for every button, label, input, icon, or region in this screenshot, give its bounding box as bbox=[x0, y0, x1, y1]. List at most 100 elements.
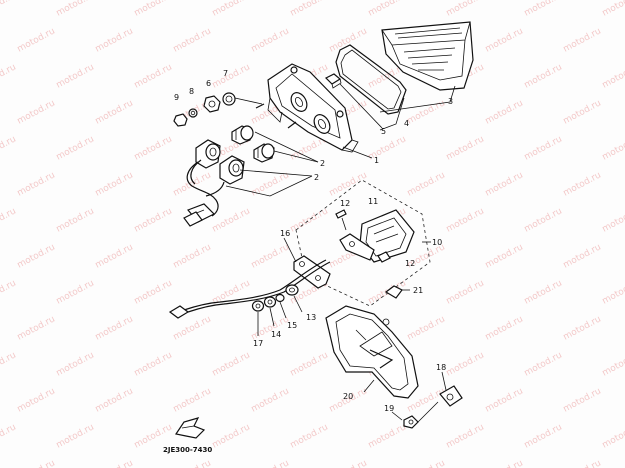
part-label-8: 8 bbox=[189, 87, 194, 96]
watermark-text: motod.ru bbox=[55, 134, 96, 162]
watermark-text: motod.ru bbox=[16, 170, 57, 198]
watermark-text: motod.ru bbox=[0, 62, 18, 90]
part-label-14: 14 bbox=[271, 330, 281, 339]
watermark-text: motod.ru bbox=[562, 26, 603, 54]
watermark-text: motod.ru bbox=[484, 26, 525, 54]
part-label-2b: 2 bbox=[314, 173, 319, 182]
front-arrow-icon bbox=[175, 417, 206, 439]
watermark-text: motod.ru bbox=[211, 62, 252, 90]
part-label-21: 21 bbox=[413, 286, 423, 295]
part-label-9: 9 bbox=[174, 93, 179, 102]
watermark-text: motod.ru bbox=[523, 134, 564, 162]
bulb-lower-drawing bbox=[253, 143, 275, 163]
washer-set-drawing bbox=[251, 284, 303, 336]
watermark-text: motod.ru bbox=[445, 350, 486, 378]
part-label-5: 5 bbox=[381, 127, 386, 136]
watermark-text: motod.ru bbox=[211, 422, 252, 450]
bulb-upper-drawing bbox=[231, 125, 254, 145]
watermark-text: motod.ru bbox=[55, 350, 96, 378]
watermark-text: motod.ru bbox=[562, 170, 603, 198]
grommet-drawing bbox=[324, 73, 342, 89]
watermark-text: motod.ru bbox=[601, 206, 625, 234]
part-label-4: 4 bbox=[404, 119, 409, 128]
watermark-text: motod.ru bbox=[94, 98, 135, 126]
watermark-text: motod.ru bbox=[367, 134, 408, 162]
socket-harness-drawing bbox=[183, 139, 245, 227]
part-label-15: 15 bbox=[287, 321, 297, 330]
watermark-text: motod.ru bbox=[55, 278, 96, 306]
gasket-drawing bbox=[335, 44, 407, 115]
watermark-text: motod.ru bbox=[250, 386, 291, 414]
watermark-text: motod.ru bbox=[562, 458, 603, 468]
watermark-text: motod.ru bbox=[562, 386, 603, 414]
watermark-text: motod.ru bbox=[484, 314, 525, 342]
watermark-text: motod.ru bbox=[55, 62, 96, 90]
watermark-text: motod.ru bbox=[484, 458, 525, 468]
part-label-20: 20 bbox=[343, 392, 353, 401]
watermark-text: motod.ru bbox=[445, 278, 486, 306]
license-lamp-box bbox=[295, 179, 431, 307]
part-label-3: 3 bbox=[448, 97, 453, 106]
watermark-text: motod.ru bbox=[406, 98, 447, 126]
part-label-11: 11 bbox=[368, 197, 378, 206]
part-label-7: 7 bbox=[223, 69, 228, 78]
watermark-text: motod.ru bbox=[601, 350, 625, 378]
watermark-text: motod.ru bbox=[0, 206, 18, 234]
watermark-text: motod.ru bbox=[445, 206, 486, 234]
watermark-text: motod.ru bbox=[133, 206, 174, 234]
watermark-text: motod.ru bbox=[16, 386, 57, 414]
watermark-text: motod.ru bbox=[16, 26, 57, 54]
watermark-text: motod.ru bbox=[562, 98, 603, 126]
part-label-2a: 2 bbox=[320, 159, 325, 168]
watermark-text: motod.ru bbox=[601, 134, 625, 162]
watermark-text: motod.ru bbox=[0, 134, 18, 162]
watermark-text: motod.ru bbox=[172, 386, 213, 414]
watermark-text: motod.ru bbox=[289, 350, 330, 378]
part-label-13: 13 bbox=[306, 313, 316, 322]
watermark-text: motod.ru bbox=[328, 170, 369, 198]
part-label-6: 6 bbox=[206, 79, 211, 88]
watermark-text: motod.ru bbox=[55, 0, 96, 19]
watermark-text: motod.ru bbox=[94, 386, 135, 414]
watermark-text: motod.ru bbox=[562, 242, 603, 270]
watermark-text: motod.ru bbox=[523, 0, 564, 19]
watermark-text: motod.ru bbox=[523, 206, 564, 234]
watermark-text: motod.ru bbox=[523, 62, 564, 90]
watermark-text: motod.ru bbox=[289, 422, 330, 450]
watermark-text: motod.ru bbox=[172, 26, 213, 54]
watermark-text: motod.ru bbox=[16, 314, 57, 342]
plate-bracket-drawing bbox=[325, 285, 463, 429]
watermark-text: motod.ru bbox=[55, 206, 96, 234]
watermark-text: motod.ru bbox=[94, 314, 135, 342]
watermark-text: motod.ru bbox=[94, 458, 135, 468]
watermark-text: motod.ru bbox=[406, 314, 447, 342]
watermark-text: motod.ru bbox=[445, 0, 486, 19]
watermark-text: motod.ru bbox=[133, 278, 174, 306]
watermark-text: motod.ru bbox=[94, 242, 135, 270]
watermark-text: motod.ru bbox=[601, 278, 625, 306]
watermark-text: motod.ru bbox=[406, 170, 447, 198]
lamp-housing-drawing bbox=[255, 63, 359, 153]
part-label-1: 1 bbox=[374, 156, 379, 165]
watermark-text: motod.ru bbox=[94, 26, 135, 54]
watermark-text: motod.ru bbox=[172, 242, 213, 270]
watermark-text: motod.ru bbox=[289, 0, 330, 19]
part-label-19: 19 bbox=[384, 404, 394, 413]
watermark-text: motod.ru bbox=[133, 134, 174, 162]
watermark-text: motod.ru bbox=[133, 0, 174, 19]
watermark-text: motod.ru bbox=[94, 170, 135, 198]
part-label-16: 16 bbox=[280, 229, 290, 238]
watermark-text: motod.ru bbox=[133, 350, 174, 378]
part-labels: 1 2 2 3 4 5 6 7 8 9 10 11 12 12 13 14 15… bbox=[174, 69, 453, 413]
tail-lens-drawing bbox=[381, 21, 474, 91]
watermark-text: motod.ru bbox=[523, 278, 564, 306]
watermark-text: motod.ru bbox=[250, 26, 291, 54]
watermark-text: motod.ru bbox=[55, 422, 96, 450]
watermark-text: motod.ru bbox=[484, 98, 525, 126]
watermark-text: motod.ru bbox=[0, 350, 18, 378]
watermark-text: motod.ru bbox=[0, 422, 18, 450]
watermark-text: motod.ru bbox=[601, 62, 625, 90]
watermark-text: motod.ru bbox=[250, 458, 291, 468]
